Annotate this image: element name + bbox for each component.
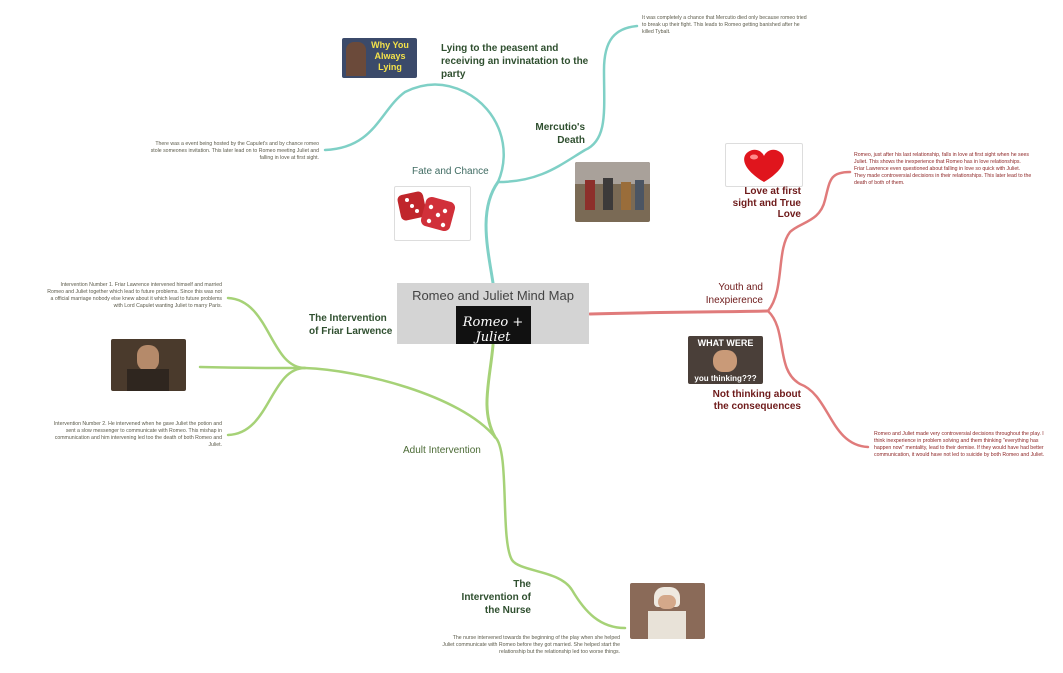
link-adult (485, 343, 497, 439)
what-were-you-thinking-meme: WHAT WERE you thinking??? (688, 336, 763, 384)
note-mercutio: It was completely a chance that Mercutio… (642, 15, 807, 35)
dice-icon (397, 191, 456, 232)
note-friar-2: Intervention Number 2. He intervened whe… (53, 421, 222, 448)
link-thinking (766, 309, 870, 449)
logo-text: Romeo + Juliet (462, 315, 524, 345)
topic-friar-lawrence[interactable]: The Intervention of Friar Larwence (309, 313, 393, 337)
link-youth (588, 309, 770, 316)
topic-not-thinking-consequences[interactable]: Not thinking about the consequences (712, 389, 801, 412)
note-friar-1: Intervention Number 1. Friar Lawrence in… (47, 282, 222, 309)
topic-lying[interactable]: Lying to the peasent and receiving an in… (441, 43, 589, 80)
meme-face (713, 350, 737, 372)
romeo-juliet-logo: Romeo + Juliet (455, 306, 531, 345)
link-fate (484, 180, 500, 285)
central-topic[interactable]: Romeo and Juliet Mind Map Romeo + Juliet (397, 283, 589, 345)
topic-fate-and-chance[interactable]: Fate and Chance (412, 166, 489, 177)
link-friar-note-1 (226, 296, 307, 370)
heart-icon (744, 149, 784, 182)
topic-youth-inexperience[interactable]: Youth and Inexpierence (705, 282, 763, 306)
link-friar-note-2 (226, 366, 307, 437)
note-love: Romeo, just after his last relationship,… (854, 152, 1032, 186)
link-love (766, 170, 852, 313)
dice-image (394, 186, 471, 241)
link-friar (198, 365, 497, 439)
link-mercutio (496, 24, 639, 184)
topic-love-at-first-sight[interactable]: Love at first sight and True Love (732, 186, 801, 220)
meme-caption: Why You Always Lying (371, 40, 409, 72)
topic-mercutio-death[interactable]: Mercutio's Death (535, 122, 585, 146)
heart-image (725, 143, 803, 187)
nurse-image (630, 583, 705, 639)
note-nurse: The nurse intervened towards the beginni… (442, 635, 620, 655)
why-you-always-lying-meme: Why You Always Lying (342, 38, 417, 78)
meme-person (346, 42, 366, 76)
mercutio-scene-image (575, 162, 650, 222)
note-thinking: Romeo and Juliet made very controversial… (874, 431, 1045, 458)
friar-lawrence-image (111, 339, 186, 391)
topic-nurse[interactable]: The Intervention of the Nurse (461, 579, 531, 616)
note-lying: There was a event being hosted by the Ca… (150, 141, 319, 161)
link-lying (323, 83, 505, 184)
central-title: Romeo and Juliet Mind Map (412, 288, 574, 303)
meme-caption-top: WHAT WERE (697, 338, 754, 348)
link-nurse (493, 435, 627, 630)
topic-adult-intervention[interactable]: Adult Intervention (403, 445, 481, 456)
meme-caption-bottom: you thinking??? (694, 374, 757, 383)
